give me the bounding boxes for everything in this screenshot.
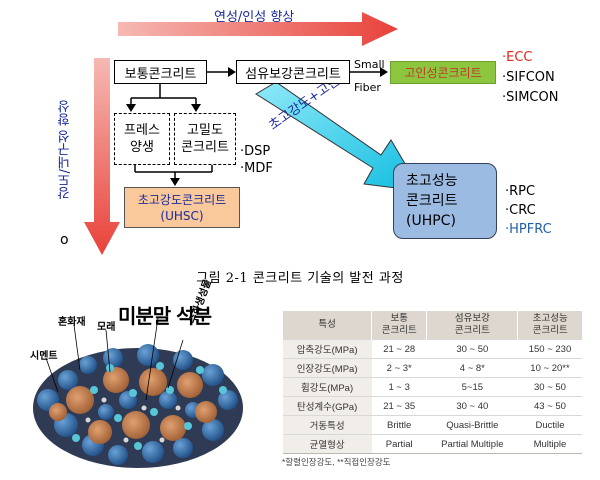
- ductile-concrete-box: 고인성콘크리트: [390, 61, 496, 84]
- table-cell: 5~15: [426, 377, 518, 397]
- table-cell: Multiple: [517, 434, 582, 454]
- table-cell: Partial: [371, 434, 427, 454]
- table-cell: 150 ~ 230: [517, 339, 582, 359]
- table-cell: 30 ~ 50: [426, 339, 518, 359]
- table-cell: Brittle: [371, 415, 427, 435]
- press-curing-box: 프레스 양생: [114, 113, 170, 165]
- ductility-label: 연성/인성 향상: [214, 10, 295, 25]
- table-row: 탄성계수(GPa) 21 ~ 35 30 ~ 40 43 ~ 50: [282, 396, 582, 416]
- table-cell: 휨강도(MPa): [282, 377, 372, 397]
- small-fiber-label: Small Fiber: [354, 58, 385, 94]
- table-cell: 30 ~ 40: [426, 396, 518, 416]
- strength-label: 강도/내구성 향상: [58, 100, 73, 200]
- table-cell: Ductile: [517, 415, 582, 435]
- table-cell: 2 ~ 3*: [371, 358, 427, 378]
- table-cell: Quasi-Brittle: [426, 415, 518, 435]
- table-cell: 10 ~ 20**: [517, 358, 582, 378]
- dsp-list: ·DSP ·MDF: [240, 144, 273, 176]
- table-cell: 거동특성: [282, 415, 372, 435]
- table-cell: Partial Multiple: [426, 434, 518, 454]
- table-row: 균열형상 Partial Partial Multiple Multiple: [282, 434, 582, 454]
- clay-label: 혼화재: [58, 317, 86, 328]
- strength-arrow: [84, 58, 120, 255]
- table-cell: 21 ~ 35: [371, 396, 427, 416]
- microstructure-illustration: [33, 317, 243, 468]
- table-header-cell: 특성: [281, 311, 372, 340]
- table-row: 휨강도(MPa) 1 ~ 3 5~15 30 ~ 50: [282, 377, 582, 397]
- table-footnote: *할렬인장강도, **직접인장강도: [282, 457, 391, 467]
- table-cell: 43 ~ 50: [517, 396, 582, 416]
- figure-caption: 그림 2-1 콘크리트 기술의 발전 과정: [196, 271, 404, 286]
- table-row: 인장강도(MPa) 2 ~ 3* 4 ~ 8* 10 ~ 20**: [282, 358, 582, 378]
- ductility-arrow: [118, 12, 398, 46]
- large-label: 미분말 석분: [118, 304, 212, 328]
- table-cell: 4 ~ 8*: [426, 358, 518, 378]
- table-row: 압축강도(MPa) 21 ~ 28 30 ~ 50 150 ~ 230: [282, 339, 582, 359]
- cement-label: 시멘트: [30, 351, 58, 362]
- fiber-concrete-box: 섬유보강콘크리트: [236, 60, 350, 84]
- uhsc-box: 초고강도콘크리트 (UHSC): [124, 187, 240, 228]
- ductile-list: ·ECC ·SIFCON ·SIMCON: [502, 50, 559, 105]
- sand-label: 모래: [97, 322, 116, 333]
- dense-concrete-box: 고밀도 콘크리트: [174, 113, 236, 165]
- table-cell: 탄성계수(GPa): [282, 396, 372, 416]
- table-cell: 21 ~ 28: [371, 339, 427, 359]
- table-cell: 인장강도(MPa): [282, 358, 372, 378]
- table-cell: 1 ~ 3: [371, 377, 427, 397]
- table-cell: 30 ~ 50: [517, 377, 582, 397]
- uhpc-list: ·RPC ·CRC ·HPFRC: [505, 184, 552, 237]
- table-cell: 압축강도(MPa): [282, 339, 372, 359]
- uhpc-box: 초고성능 콘크리트 (UHPC): [393, 163, 497, 239]
- normal-concrete-box: 보통콘크리트: [114, 60, 207, 84]
- table-cell: 균열형상: [282, 434, 372, 454]
- table-row: 거동특성 Brittle Quasi-Brittle Ductile: [282, 415, 582, 435]
- bullet-marker: o: [60, 232, 69, 248]
